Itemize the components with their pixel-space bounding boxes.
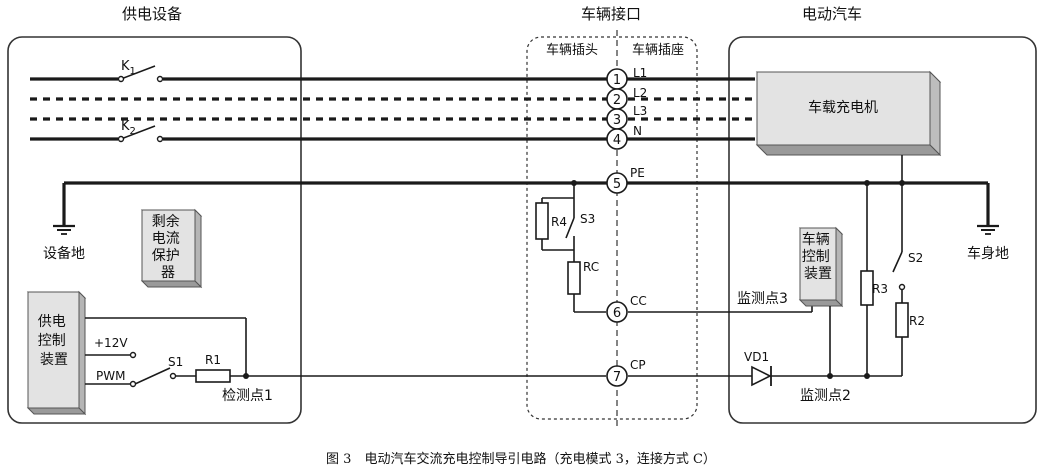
switch-k1-contact-a [117,75,125,83]
label-pin-l3: L3 [633,104,647,118]
switch-k2-blade [120,125,156,140]
label-pin-n: N [633,124,642,138]
label-residual-current-device: 剩余 电流 保护 器 [152,213,184,281]
pin-1: 1 [606,68,628,90]
pin-7: 7 [606,365,628,387]
label-pin-l1: L1 [633,66,647,80]
vehicle-control-box-side [835,226,843,308]
label-pin-pe: PE [630,166,645,180]
switch-k2-contact-a [117,135,125,143]
resistor-rc [567,261,581,295]
switch-k1-blade [120,65,156,80]
switch-s2-blade [892,251,903,273]
rcd-box-side [194,208,202,289]
label-vd1: VD1 [744,350,769,364]
label-s2: S2 [908,251,923,265]
terminal-pwm [129,380,137,388]
junction-check-point-1 [243,373,249,379]
label-s1: S1 [168,355,183,369]
rcd-box-bottom [140,280,203,288]
label-vehicle-control-device: 车辆 控制 装置 [802,231,834,282]
pin-6: 6 [606,301,628,323]
label-r1: R1 [205,353,221,367]
figure-caption: 图 3 电动汽车交流充电控制导引电路（充电模式 3，连接方式 C） [326,451,716,467]
header-vehicle-interface: 车辆接口 [581,5,641,23]
label-vehicle-plug: 车辆插头 [546,42,598,58]
supply-control-box-side [78,290,86,416]
label-rc: RC [583,260,599,274]
switch-s1-contact [169,372,177,380]
charger-box-bottom [755,144,942,156]
svg-text:3: 3 [613,113,621,128]
electric-vehicle-boundary [728,36,1037,424]
resistor-r4 [535,202,549,240]
header-electric-vehicle: 电动汽车 [802,5,862,23]
label-monitor-point-3: 监测点3 [737,291,788,307]
terminal-12v [129,351,137,359]
label-vehicle-body-ground: 车身地 [967,245,1009,262]
label-pin-l2: L2 [633,86,647,100]
label-s3: S3 [580,212,595,226]
supply-equipment-boundary [7,36,302,424]
equipment-ground-icon [53,224,75,235]
svg-text:7: 7 [613,370,621,385]
svg-text:6: 6 [613,306,621,321]
vehicle-control-box [799,227,837,301]
resistor-r2 [895,302,909,338]
header-supply-equipment: 供电设备 [122,5,182,23]
label-pin-cc: CC [630,294,647,308]
label-k1: K1 [121,59,136,77]
svg-text:2: 2 [613,93,621,108]
svg-text:4: 4 [613,133,621,148]
switch-k2-contact-b [156,135,164,143]
label-pin-cp: CP [630,358,646,372]
svg-text:1: 1 [613,73,621,88]
label-check-point-1: 检测点1 [222,388,273,404]
pin-4: 4 [606,128,628,150]
pin-2: 2 [606,88,628,110]
switch-s3-blade [565,217,575,239]
label-12v: +12V [94,336,128,350]
switch-s2-contact [898,283,906,291]
label-pwm: PWM [96,369,125,383]
supply-control-box [27,291,80,409]
label-supply-control-device: 供电 控制 装置 [38,314,70,368]
switch-k1-contact-b [156,75,164,83]
vehicle-control-box-bottom [798,299,844,307]
label-monitor-point-2: 监测点2 [800,388,851,404]
label-r2: R2 [909,314,925,328]
switch-s1-blade [134,367,171,385]
diode-vd1-icon [751,365,772,387]
pin-3: 3 [606,108,628,130]
label-k2: K2 [121,119,136,137]
label-r3: R3 [872,282,888,296]
label-r4: R4 [551,215,567,229]
svg-text:5: 5 [613,177,621,192]
label-equipment-ground: 设备地 [43,245,85,262]
resistor-r1 [195,369,231,383]
pin-5: 5 [606,172,628,194]
vehicle-body-ground-icon [977,224,999,235]
charger-box-side [929,70,941,157]
supply-control-box-bottom [26,407,87,415]
label-vehicle-socket: 车辆插座 [632,42,684,58]
label-onboard-charger: 车载充电机 [808,99,878,116]
